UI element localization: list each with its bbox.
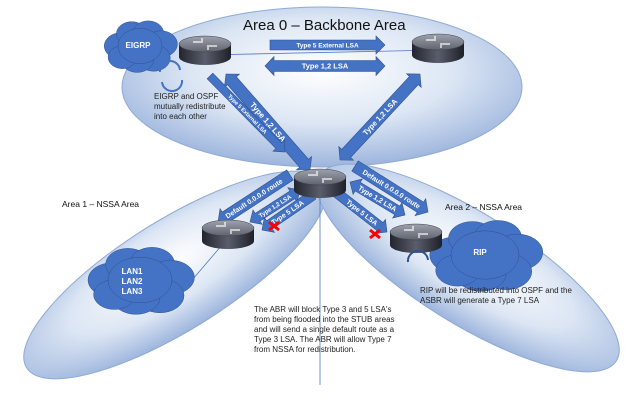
lan-cloud bbox=[87, 247, 195, 315]
left-type5-external-arrow-shape bbox=[206, 72, 286, 153]
abr-router bbox=[293, 168, 347, 198]
router-top bbox=[201, 219, 255, 237]
area2-blocked-x-icon bbox=[369, 228, 381, 240]
rip-redistribute-icon bbox=[406, 250, 429, 263]
backbone-router bbox=[411, 33, 465, 63]
lan2-label: LAN2 bbox=[121, 277, 143, 286]
x-stroke bbox=[369, 228, 381, 240]
lan3-label: LAN3 bbox=[121, 287, 143, 296]
x-stroke bbox=[268, 220, 280, 232]
rip-cloud bbox=[429, 220, 544, 292]
router-top bbox=[389, 223, 443, 241]
type12-backbone-arrow-shape bbox=[264, 55, 386, 77]
cloud-bump bbox=[117, 28, 163, 64]
eigrp-redistribution-note: EIGRP and OSPF mutually redistribute int… bbox=[154, 92, 226, 121]
lan1-label: LAN1 bbox=[121, 267, 143, 276]
area2-asbr-router bbox=[389, 223, 443, 253]
lan-cloud-labels: LAN1 LAN2 LAN3 bbox=[112, 267, 152, 297]
area2-label: Area 2 – NSSA Area bbox=[445, 202, 523, 212]
redistribute-cycle-icon bbox=[158, 60, 181, 73]
type12-backbone-arrow-label: Type 1,2 LSA bbox=[302, 62, 349, 71]
eigrp-cloud-label: EIGRP bbox=[125, 41, 151, 50]
area0-title: Area 0 – Backbone Area bbox=[243, 17, 406, 34]
type12-backbone-arrow: Type 1,2 LSA bbox=[264, 55, 386, 77]
area1-type12-arrow-shape bbox=[249, 187, 301, 225]
type5-external-arrow-label: Type 5 External LSA bbox=[296, 42, 359, 49]
cloud-bump bbox=[107, 256, 173, 304]
area2-type12-arrow-shape bbox=[349, 178, 406, 219]
area1-blocked-x-icon bbox=[268, 220, 280, 232]
right-type12-arrow-shape bbox=[338, 73, 422, 161]
area1-label: Area 1 – NSSA Area bbox=[62, 199, 140, 209]
redistribute-cycle-icon-lower bbox=[161, 79, 184, 92]
type5-external-arrow-shape bbox=[269, 35, 386, 55]
rip-cloud-label: RIP bbox=[473, 248, 487, 257]
type5-external-arrow: Type 5 External LSA bbox=[269, 35, 386, 55]
router-top bbox=[411, 33, 465, 51]
link-line bbox=[204, 49, 439, 56]
router-top bbox=[178, 35, 232, 53]
area2-type5-arrow-shape bbox=[333, 188, 388, 234]
rip-note: RIP will be redistributed into OSPF and … bbox=[420, 286, 572, 305]
area1-router bbox=[201, 219, 255, 249]
router-top bbox=[293, 168, 347, 186]
asbr-eigrp-router bbox=[178, 35, 232, 65]
area2-default-route-arrow-shape bbox=[351, 160, 429, 217]
abr-note: The ABR will block Type 3 and 5 LSA's fr… bbox=[254, 305, 395, 354]
cloud-bump bbox=[450, 230, 520, 280]
